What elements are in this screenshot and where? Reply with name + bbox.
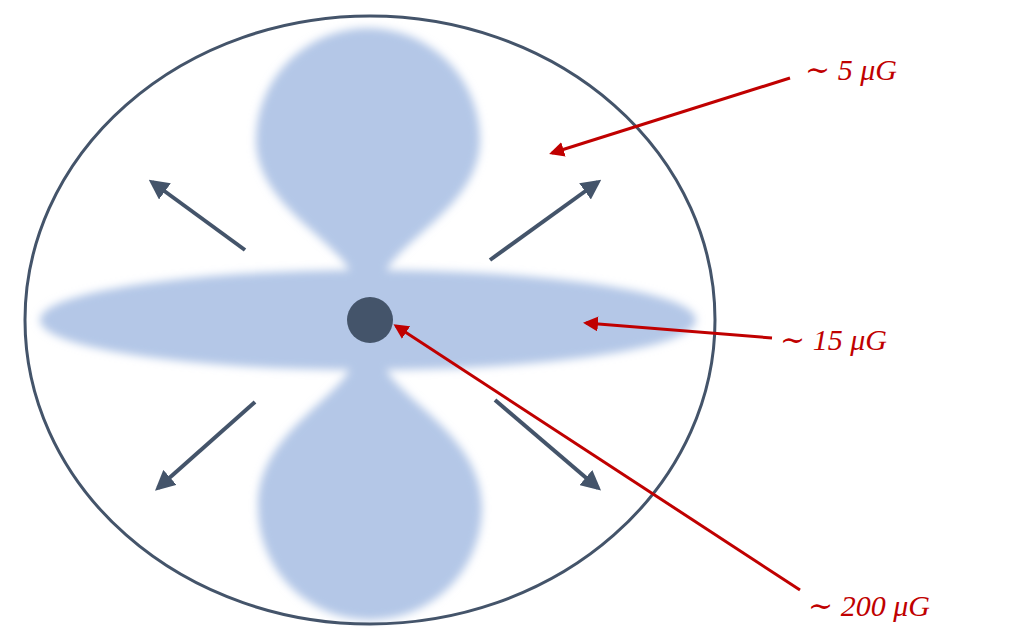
field-strength-label: ∼ 15 μG <box>780 322 887 358</box>
leader-lines <box>396 78 800 590</box>
central-star <box>347 297 393 343</box>
field-strength-label: ∼ 5 μG <box>805 52 897 88</box>
outer-shell <box>25 16 715 624</box>
field-strength-label: ∼ 200 μG <box>808 588 930 624</box>
outflow-arrows <box>152 182 598 488</box>
